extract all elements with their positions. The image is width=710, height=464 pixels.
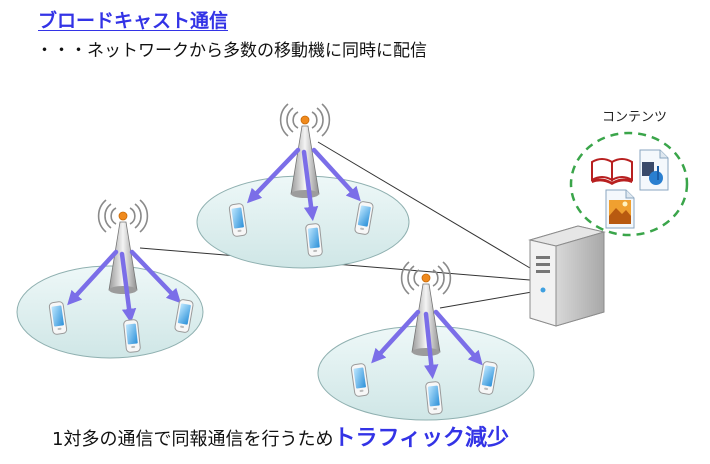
bottom-caption-emphasis: トラフィック減少 (333, 426, 510, 451)
contents-ring (569, 131, 689, 237)
subtitle: ・・・ネットワークから多数の移動機に同時に配信 (36, 41, 427, 61)
bottom-caption-prefix: 1対多の通信で同報通信を行うため (52, 429, 334, 450)
broadcast-arrow (129, 249, 181, 304)
book-icon (591, 158, 633, 185)
broadcast-arrow (301, 149, 319, 222)
broadcast-arrows (67, 147, 483, 380)
broadcast-arrow (119, 251, 137, 324)
link-server-tower-2 (317, 141, 531, 269)
music-file-icon (639, 149, 669, 191)
bottom-caption: 1対多の通信で同報通信を行うためトラフィック減少 (52, 420, 509, 452)
cell-area-1 (16, 265, 204, 359)
link-server-tower-3 (439, 291, 533, 309)
page-title: ブロードキャスト通信 (38, 10, 229, 32)
contents-label: コンテンツ (602, 110, 668, 125)
mobile-phone-icon (424, 380, 444, 416)
broadcast-arrow (311, 147, 361, 202)
broadcast-arrow (423, 311, 439, 380)
broadcast-arrow (371, 309, 421, 364)
server-icon (528, 225, 606, 327)
mobile-phone-icon (122, 318, 142, 354)
broadcast-arrow (247, 147, 301, 204)
broadcast-arrow (67, 249, 119, 306)
mobile-phone-icon (304, 222, 324, 258)
broadcast-arrow (433, 309, 483, 366)
image-file-icon (605, 189, 635, 229)
